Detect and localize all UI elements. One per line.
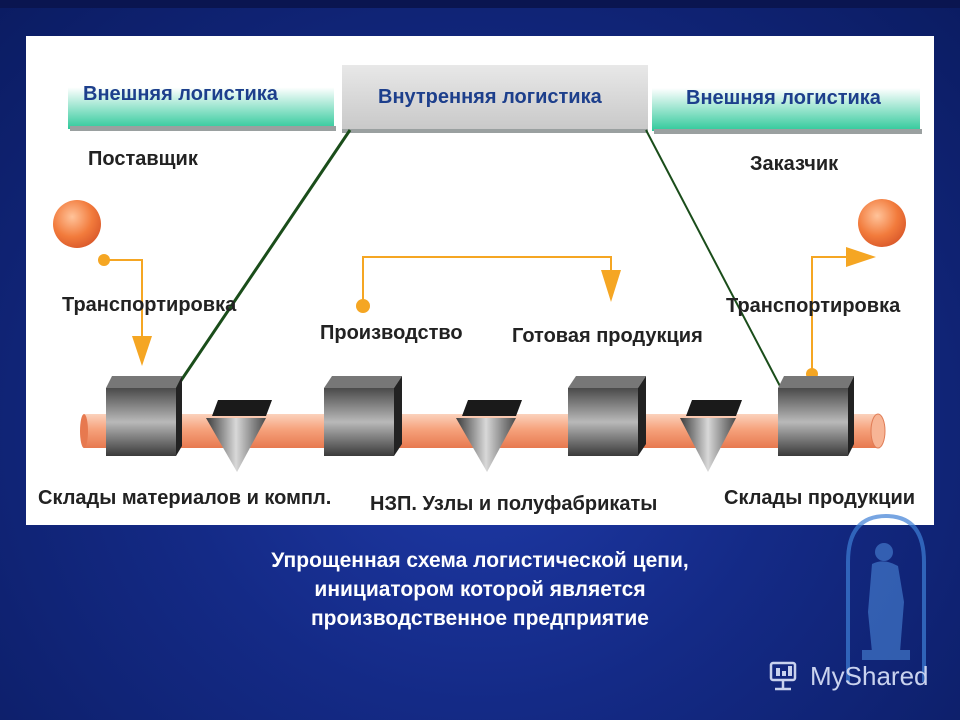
caption-line: инициатором которой является [314, 578, 646, 601]
myshared-logo-icon [769, 661, 797, 691]
materials-warehouse-label: Склады материалов и компл. [38, 487, 331, 509]
connector-line-right [645, 129, 782, 389]
warehouse-box-icon [568, 376, 646, 456]
brand-name: MyShared [810, 660, 929, 691]
arrow-head [132, 336, 152, 366]
connector-line-left [174, 129, 352, 389]
tab-external-logistics-right: Внешняя логистика [652, 65, 922, 134]
production-label: Производство [320, 322, 463, 344]
top-bar [0, 0, 960, 8]
tab-label: Внешняя логистика [83, 83, 279, 105]
arrow-head [846, 247, 876, 267]
tab-label: Внешняя логистика [686, 87, 882, 109]
customer-label: Заказчик [750, 153, 839, 175]
warehouse-box-icon [324, 376, 402, 456]
tab-label: Внутренняя логистика [378, 86, 603, 108]
arrow-head [601, 270, 621, 302]
wip-label: НЗП. Узлы и полуфабрикаты [370, 493, 657, 515]
diagram-panel: Внешняя логистика Внутренняя логистика В… [26, 36, 934, 525]
finished-goods-label: Готовая продукция [512, 325, 703, 347]
funnel-icon [206, 400, 272, 472]
transport-left-label: Транспортировка [62, 294, 237, 316]
funnel-icon [680, 400, 742, 472]
transport-right-label: Транспортировка [726, 295, 901, 317]
customer-transport-arrow [811, 256, 848, 374]
myshared-logo[interactable]: MyShared [768, 656, 929, 696]
supplier-circle-icon [53, 200, 101, 248]
caption-line: Упрощенная схема логистической цепи, [271, 549, 689, 572]
caption-line: производственное предприятие [311, 607, 649, 630]
logistics-diagram: Внешняя логистика Внутренняя логистика В… [38, 65, 922, 515]
supplier-label: Поставщик [88, 148, 199, 170]
emblem-statue-icon [846, 513, 926, 682]
funnel-icon [456, 400, 522, 472]
product-warehouse-label: Склады продукции [724, 487, 915, 509]
tab-external-logistics-left: Внешняя логистика [68, 65, 336, 131]
supplier-transport-arrow [104, 259, 143, 354]
production-arrow [362, 256, 612, 306]
warehouse-box-icon [106, 376, 182, 456]
slide-caption: Упрощенная схема логистической цепи, ини… [180, 546, 780, 633]
warehouse-box-icon [778, 376, 854, 456]
tab-internal-logistics: Внутренняя логистика [342, 65, 648, 133]
customer-circle-icon [858, 199, 906, 247]
